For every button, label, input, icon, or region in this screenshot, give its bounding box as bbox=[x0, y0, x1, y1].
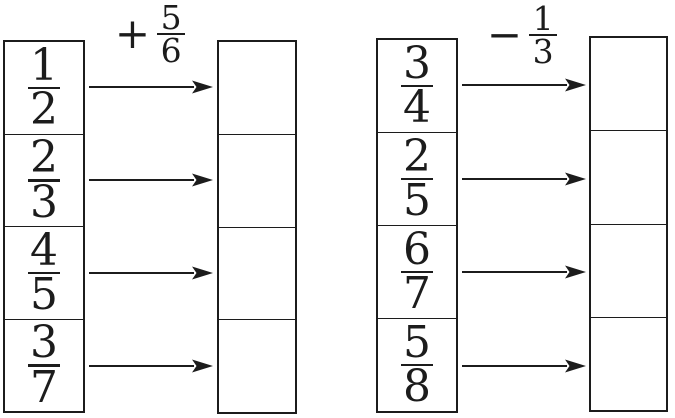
right-arrow-icon bbox=[89, 80, 213, 94]
fraction-bar bbox=[157, 32, 186, 36]
input-fraction: 4 5 bbox=[28, 224, 60, 320]
operation-label-right: − 1 3 bbox=[472, 1, 572, 69]
fraction-bar bbox=[401, 84, 433, 88]
input-fraction: 3 4 bbox=[401, 37, 433, 134]
output-cell[interactable] bbox=[591, 223, 666, 317]
input-cell: 6 7 bbox=[378, 225, 456, 318]
input-fraction: 1 2 bbox=[28, 39, 60, 135]
denominator: 7 bbox=[30, 361, 58, 413]
fraction-bar bbox=[401, 177, 433, 181]
operation-fraction: 5 6 bbox=[157, 0, 186, 71]
numerator: 1 bbox=[30, 39, 58, 91]
fraction-bar bbox=[28, 271, 60, 274]
operation-numerator: 5 bbox=[160, 0, 182, 37]
denominator: 5 bbox=[30, 269, 58, 320]
output-cell[interactable] bbox=[591, 38, 666, 130]
output-cell[interactable] bbox=[219, 319, 295, 412]
denominator: 8 bbox=[403, 361, 431, 413]
numerator: 3 bbox=[30, 317, 58, 368]
output-column-left bbox=[217, 40, 297, 414]
arrow-row bbox=[461, 132, 587, 226]
arrow-row bbox=[88, 133, 214, 226]
output-cell[interactable] bbox=[591, 316, 666, 410]
numerator: 6 bbox=[403, 223, 431, 275]
denominator: 4 bbox=[403, 82, 431, 134]
right-arrow-icon bbox=[462, 265, 586, 279]
fraction-bar bbox=[28, 179, 60, 182]
output-column-right bbox=[589, 36, 668, 412]
input-cell: 3 4 bbox=[378, 40, 456, 132]
arrows-left bbox=[88, 40, 214, 413]
fraction-bar bbox=[529, 33, 558, 37]
numerator: 2 bbox=[30, 132, 58, 183]
input-cell: 5 8 bbox=[378, 318, 456, 411]
input-fraction: 3 7 bbox=[28, 317, 60, 413]
input-fraction: 5 8 bbox=[401, 316, 433, 413]
operation-numerator: 1 bbox=[532, 0, 554, 38]
right-arrow-icon bbox=[89, 359, 213, 373]
minus-sign: − bbox=[486, 10, 523, 59]
output-cell[interactable] bbox=[219, 133, 295, 227]
numerator: 3 bbox=[403, 37, 431, 89]
input-cell: 1 2 bbox=[5, 42, 83, 134]
output-cell[interactable] bbox=[591, 130, 666, 223]
arrow-row bbox=[88, 320, 214, 413]
denominator: 5 bbox=[403, 175, 431, 227]
input-fraction: 2 3 bbox=[28, 132, 60, 228]
right-arrow-icon bbox=[89, 173, 213, 187]
output-cell[interactable] bbox=[219, 226, 295, 320]
arrow-row bbox=[461, 38, 587, 132]
denominator: 7 bbox=[403, 268, 431, 320]
input-column-right: 3 4 2 5 6 7 5 8 bbox=[376, 38, 458, 413]
plus-sign: + bbox=[114, 9, 151, 58]
input-fraction: 6 7 bbox=[401, 223, 433, 320]
input-cell: 4 5 bbox=[5, 226, 83, 319]
right-arrow-icon bbox=[89, 266, 213, 280]
arrows-right bbox=[461, 38, 587, 413]
input-cell: 2 5 bbox=[378, 132, 456, 225]
operation-fraction: 1 3 bbox=[529, 0, 558, 72]
fraction-bar bbox=[28, 364, 60, 367]
arrow-row bbox=[461, 319, 587, 413]
denominator: 3 bbox=[30, 176, 58, 228]
input-cell: 3 7 bbox=[5, 317, 83, 413]
output-cell[interactable] bbox=[219, 42, 295, 134]
input-fraction: 2 5 bbox=[401, 130, 433, 227]
operation-label-left: + 5 6 bbox=[102, 0, 198, 68]
operation-denominator: 6 bbox=[160, 31, 182, 71]
denominator: 2 bbox=[30, 84, 58, 135]
right-arrow-icon bbox=[462, 172, 586, 186]
fraction-bar bbox=[401, 270, 433, 274]
right-arrow-icon bbox=[462, 359, 586, 373]
fraction-bar bbox=[401, 363, 433, 367]
operation-denominator: 3 bbox=[532, 32, 554, 72]
numerator: 2 bbox=[403, 130, 431, 182]
right-arrow-icon bbox=[462, 78, 586, 92]
arrow-row bbox=[88, 40, 214, 133]
arrow-row bbox=[461, 226, 587, 320]
fraction-bar bbox=[28, 86, 60, 89]
input-column-left: 1 2 2 3 4 5 3 7 bbox=[3, 40, 85, 413]
arrow-row bbox=[88, 227, 214, 320]
numerator: 4 bbox=[30, 224, 58, 276]
numerator: 5 bbox=[403, 316, 431, 368]
input-cell: 2 3 bbox=[5, 132, 83, 228]
